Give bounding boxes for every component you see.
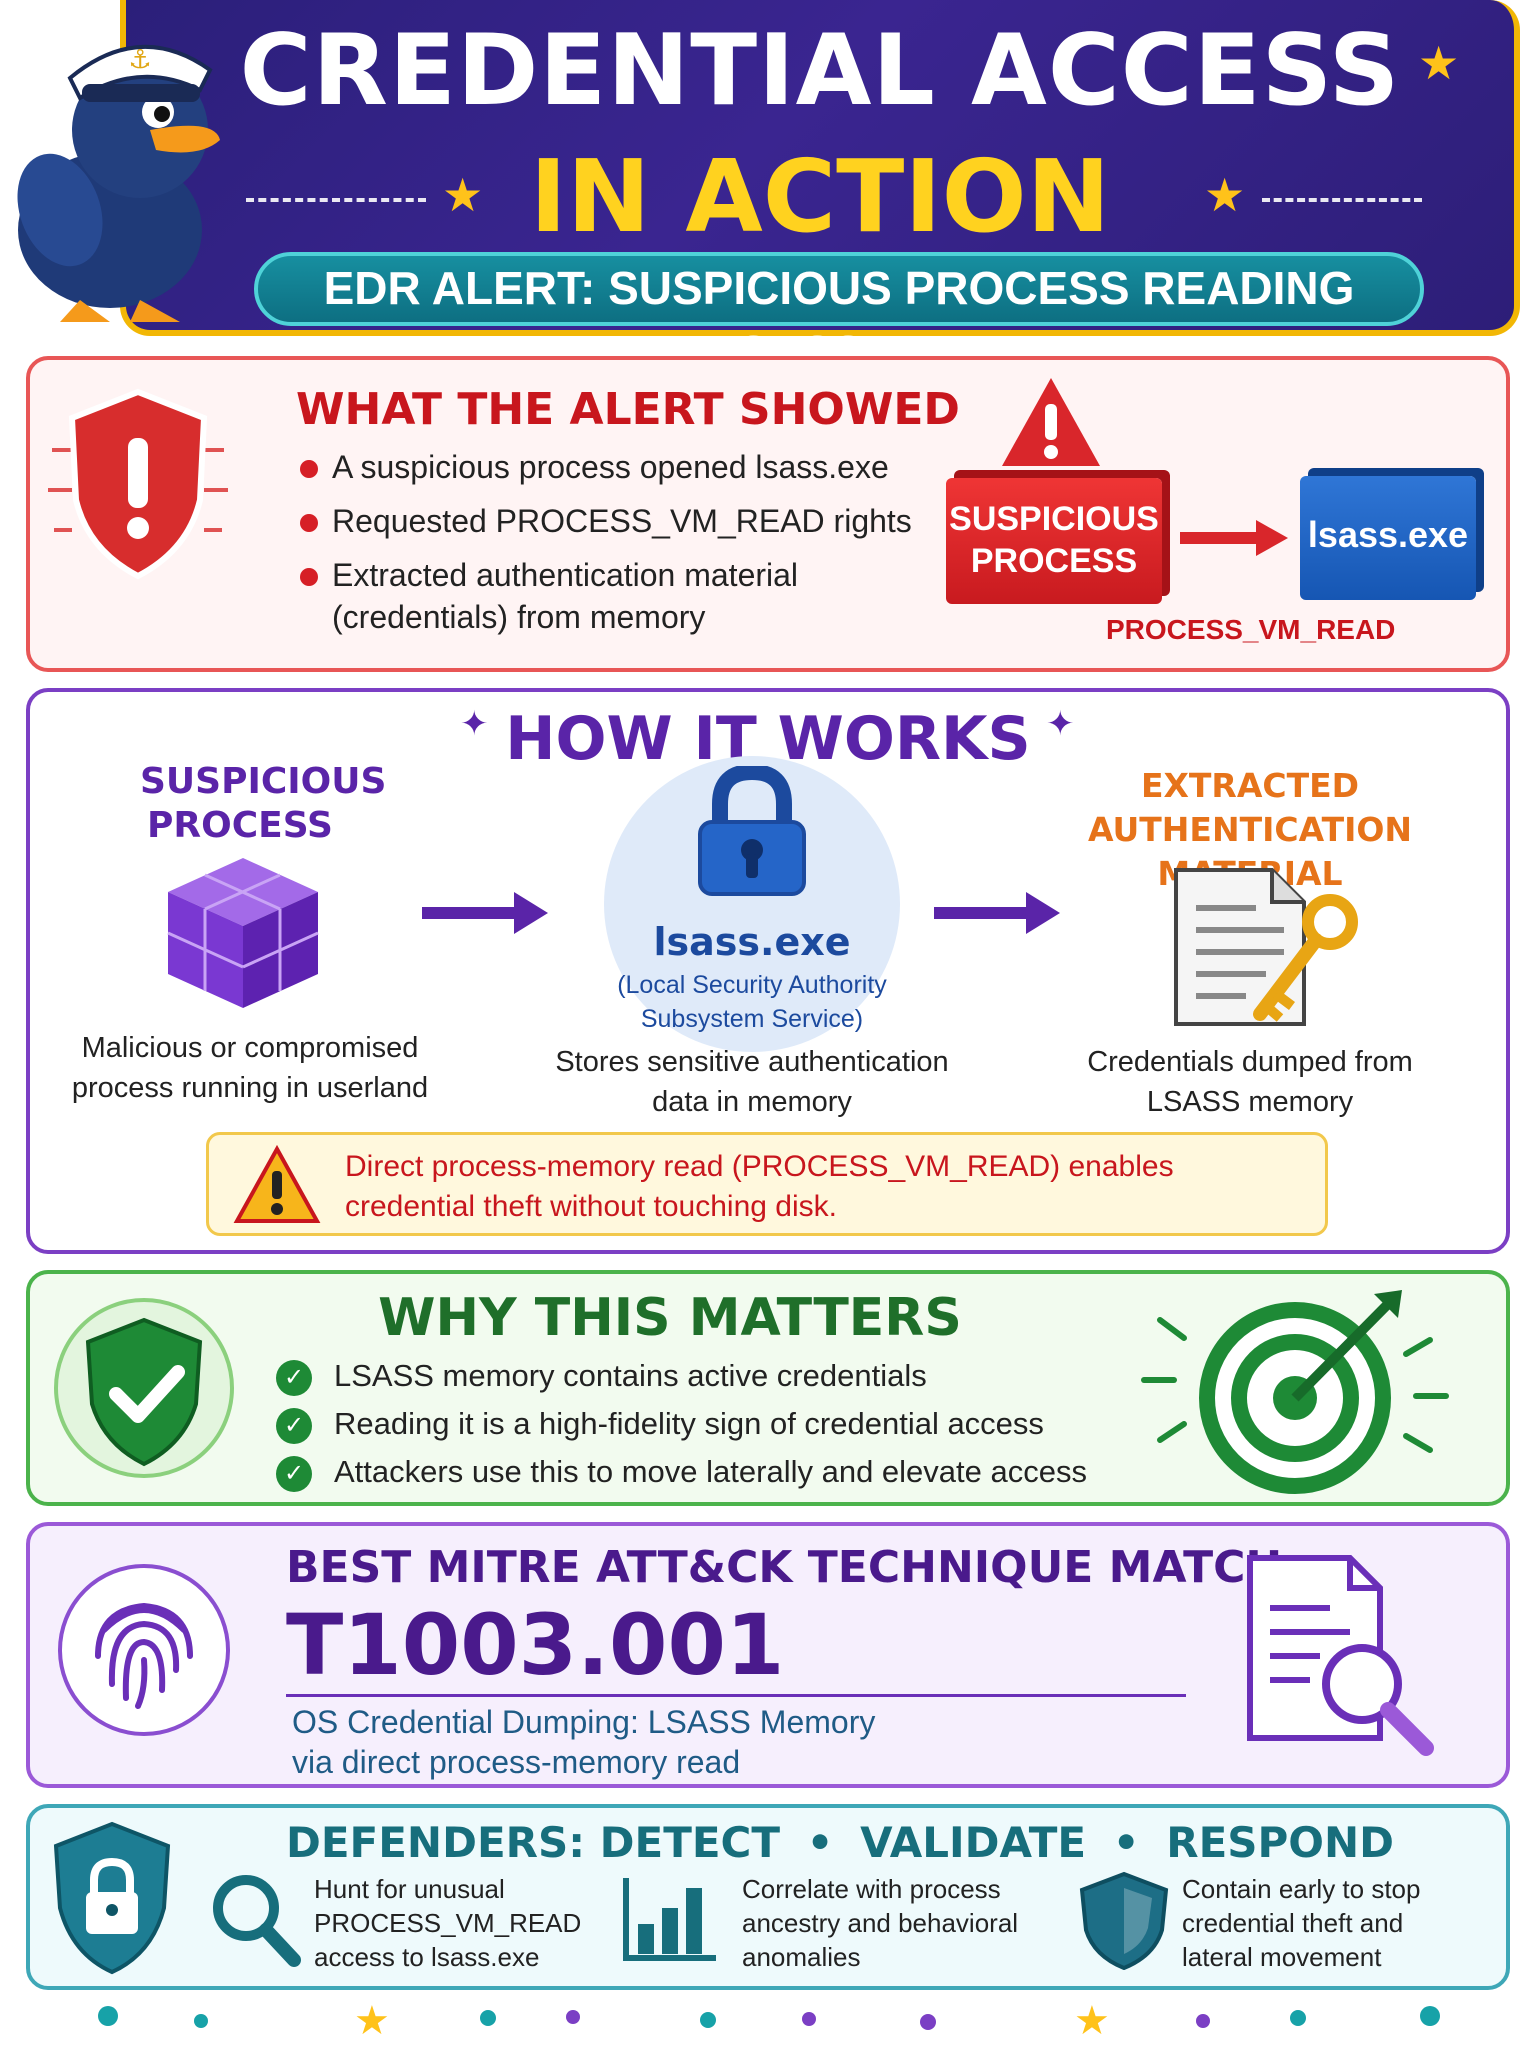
defender-step-text: Hunt for unusual PROCESS_VM_READ access … (314, 1874, 582, 1972)
confetti-dot (1420, 2006, 1440, 2026)
warning-text: Direct process-memory read (PROCESS_VM_R… (345, 1150, 1174, 1223)
confetti-dot (920, 2014, 936, 2030)
star-icon: ★ (1204, 169, 1246, 221)
duck-mascot-icon: ⚓ (0, 0, 240, 330)
document-key-icon (1136, 864, 1376, 1034)
padlock-icon (690, 763, 814, 896)
why-this-matters-panel: WHY THIS MATTERS ✓ LSASS memory contains… (26, 1270, 1510, 1506)
title-part: VALIDATE (860, 1818, 1087, 1867)
confetti-dot (98, 2006, 118, 2026)
alert-bullet-list: A suspicious process opened lsass.exe Re… (296, 446, 912, 638)
sparkle-icon: ✦ (1046, 705, 1075, 743)
fingerprint-icon (54, 1560, 234, 1740)
suspicious-process-box: SUSPICIOUS PROCESS (946, 478, 1162, 604)
divider (286, 1694, 1186, 1697)
list-item: ✓ Reading it is a high-fidelity sign of … (276, 1400, 1087, 1448)
arrow-right-icon (422, 888, 552, 938)
list-item: Requested PROCESS_VM_READ rights (296, 500, 912, 542)
sparkle-icon: ✦ (460, 705, 489, 743)
technique-name: OS Credential Dumping: LSASS Memory (292, 1704, 876, 1740)
cube-icon (158, 852, 328, 1012)
access-rights-label: PROCESS_VM_READ (1106, 614, 1396, 645)
list-item: (credentials) from memory (332, 599, 706, 635)
title-part: RESPOND (1166, 1818, 1395, 1867)
shield-alert-icon (48, 380, 228, 580)
warning-triangle-icon (998, 374, 1104, 470)
title-separator: • (1112, 1818, 1140, 1867)
mitre-technique-panel: BEST MITRE ATT&CK TECHNIQUE MATCH T1003.… (26, 1522, 1510, 1788)
list-item: A suspicious process opened lsass.exe (296, 446, 912, 488)
section-title: WHY THIS MATTERS (378, 1288, 962, 1348)
step-heading: SUSPICIOUS PROCESS (140, 761, 387, 846)
arrow-right-icon (1180, 518, 1290, 558)
shield-check-icon (50, 1294, 238, 1482)
list-item: Extracted authentication material (296, 554, 912, 596)
confetti-dot (566, 2010, 580, 2024)
title-part: DEFENDERS: DETECT (286, 1818, 781, 1867)
star-icon: ★ (1074, 1999, 1110, 2043)
magnifier-icon (206, 1868, 302, 1968)
list-item: ✓ Attackers use this to move laterally a… (276, 1448, 1087, 1496)
technique-detail: via direct process-memory read (292, 1744, 741, 1780)
star-icon: ★ (1418, 37, 1460, 89)
defenders-panel: DEFENDERS: DETECT • VALIDATE • RESPOND H… (26, 1804, 1510, 1990)
confetti-dot (1290, 2010, 1306, 2026)
why-list: ✓ LSASS memory contains active credentia… (276, 1352, 1087, 1496)
header-banner: CREDENTIAL ACCESS IN ACTION EDR ALERT: S… (120, 0, 1520, 378)
check-circle-icon: ✓ (276, 1456, 312, 1492)
confetti-dot (480, 2010, 496, 2026)
defender-step-text: Correlate with process ancestry and beha… (742, 1874, 1019, 1972)
step-caption: Credentials dumped from LSASS memory (1087, 1046, 1413, 1118)
dashed-trail (246, 198, 426, 202)
document-search-icon (1230, 1548, 1450, 1768)
svg-text:⚓: ⚓ (128, 44, 151, 74)
list-item-text: Reading it is a high-fidelity sign of cr… (334, 1406, 1044, 1441)
star-icon: ★ (442, 169, 484, 221)
alert-panel: WHAT THE ALERT SHOWED A suspicious proce… (26, 356, 1510, 672)
alert-subtitle-badge: EDR ALERT: SUSPICIOUS PROCESS READING LS… (254, 252, 1424, 378)
page-title: CREDENTIAL ACCESS (239, 14, 1401, 128)
step-caption: Malicious or compromised process running… (71, 1032, 429, 1104)
arrow-right-icon (934, 888, 1064, 938)
lsass-process-box: lsass.exe (1300, 476, 1476, 600)
warning-triangle-icon (233, 1144, 321, 1225)
shield-lock-icon (48, 1818, 176, 1978)
step-heading: lsass.exe (653, 920, 851, 964)
shield-icon (1076, 1870, 1172, 1971)
confetti-dot (700, 2012, 716, 2028)
step-caption: Stores sensitive authentication data in … (555, 1046, 949, 1118)
defender-step-text: Contain early to stop credential theft a… (1182, 1874, 1421, 1972)
list-item-text: LSASS memory contains active credentials (334, 1358, 927, 1393)
star-icon: ★ (354, 1999, 390, 2043)
confetti-dot (802, 2012, 816, 2026)
title-separator: • (806, 1818, 834, 1867)
check-circle-icon: ✓ (276, 1360, 312, 1396)
section-title: DEFENDERS: DETECT • VALIDATE • RESPOND (286, 1818, 1394, 1867)
list-item-text: Attackers use this to move laterally and… (334, 1454, 1087, 1489)
dashed-trail (1262, 198, 1422, 202)
list-item: ✓ LSASS memory contains active credentia… (276, 1352, 1087, 1400)
section-title: BEST MITRE ATT&CK TECHNIQUE MATCH (286, 1542, 1283, 1593)
how-it-works-panel: ✦ HOW IT WORKS ✦ SUSPICIOUS PROCESS Mali… (26, 688, 1510, 1254)
check-circle-icon: ✓ (276, 1408, 312, 1444)
lsass-circle-bg (604, 756, 900, 1052)
confetti-dot (1196, 2014, 1210, 2028)
confetti-dot (194, 2014, 208, 2028)
warning-callout: Direct process-memory read (PROCESS_VM_R… (206, 1132, 1328, 1236)
step-subheading: (Local Security Authority Subsystem Serv… (617, 971, 887, 1033)
target-arrow-icon (1130, 1280, 1460, 1500)
section-title: WHAT THE ALERT SHOWED (296, 384, 960, 435)
bar-chart-icon (620, 1874, 720, 1964)
page-title-accent: IN ACTION (529, 138, 1111, 255)
technique-id: T1003.001 (286, 1596, 785, 1694)
